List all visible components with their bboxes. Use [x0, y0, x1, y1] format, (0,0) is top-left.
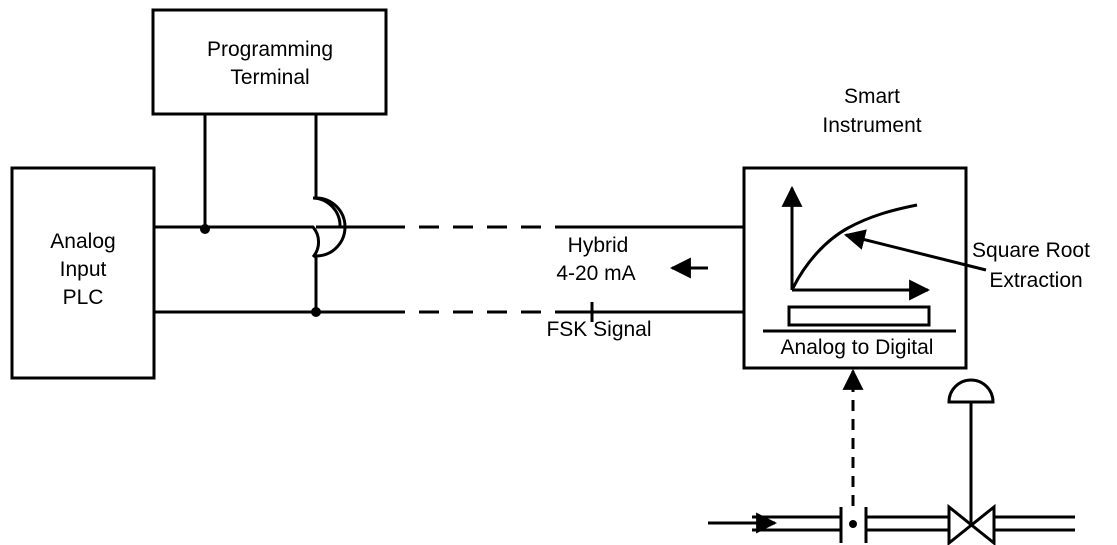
square-root-label-line1: Square Root	[972, 239, 1090, 262]
junction-dot-top	[200, 224, 210, 234]
programming-terminal-label-line1: Programming	[207, 38, 333, 61]
square-root-label-line2: Extraction	[989, 269, 1082, 292]
plc-box	[10, 166, 156, 380]
orifice-tap-dot	[849, 520, 857, 528]
square-root-callout-arrow	[843, 229, 987, 272]
plc-label-line3: PLC	[63, 286, 104, 309]
square-root-curve	[791, 203, 918, 289]
smart-instrument-box	[742, 166, 968, 370]
adc-bar	[787, 305, 931, 327]
programming-terminal-box	[151, 8, 388, 116]
plc-label-line2: Input	[60, 258, 107, 281]
plc-label-line1: Analog	[50, 230, 115, 253]
signal-label-4-20ma: 4-20 mA	[556, 262, 635, 285]
signal-label-fsk: FSK Signal	[546, 318, 651, 341]
junction-dot-bottom	[311, 307, 321, 317]
control-valve-actuator	[947, 378, 995, 404]
signal-label-hybrid: Hybrid	[568, 234, 629, 257]
programming-terminal-label-line2: Terminal	[230, 66, 309, 89]
smart-instrument-label-line1: Smart	[844, 85, 900, 108]
smart-instrument-label-line2: Instrument	[822, 114, 921, 137]
adc-label: Analog to Digital	[781, 336, 934, 359]
control-valve-body	[947, 503, 996, 545]
